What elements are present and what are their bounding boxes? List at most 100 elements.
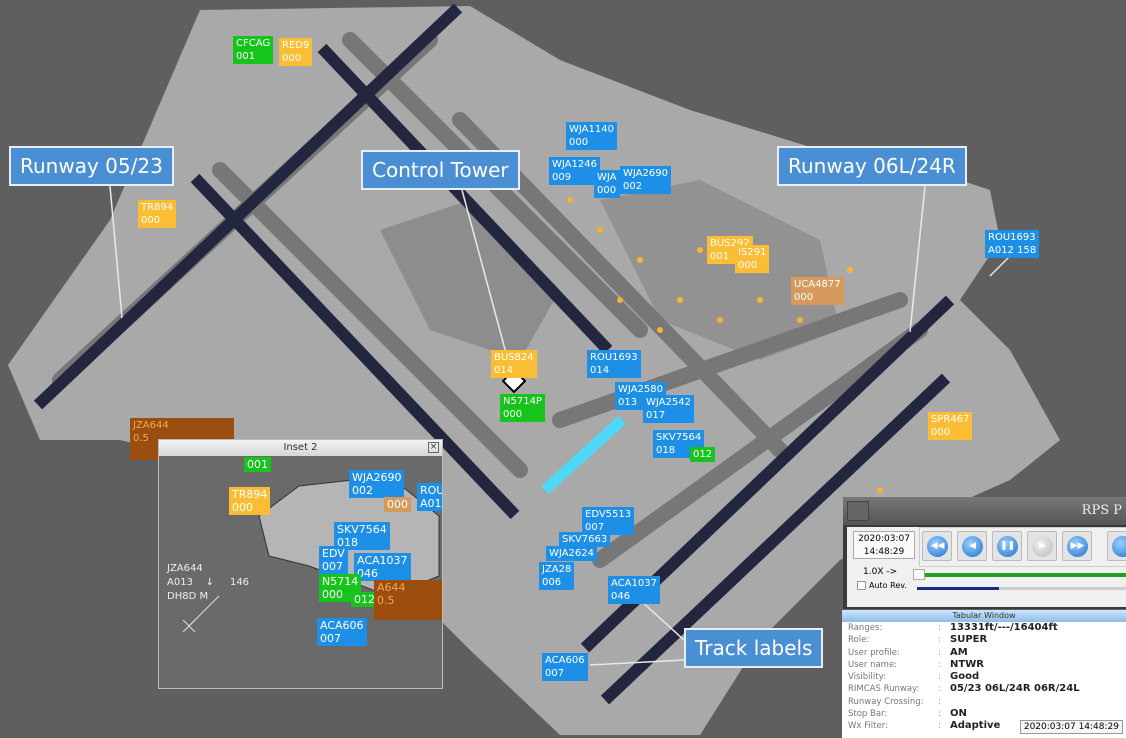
track-callsign: WJA	[597, 172, 617, 183]
row-key: Wx Filter:	[848, 721, 888, 732]
inset-track-label[interactable]: ROUA012	[417, 483, 443, 511]
track-altitude: 007	[320, 632, 341, 645]
row-key: User name:	[848, 659, 898, 670]
runway-05-23	[33, 3, 463, 410]
jza-alt-row: A013 ↓ 146	[167, 576, 249, 590]
track-label[interactable]: WJA2624	[546, 546, 597, 561]
timeline-slider[interactable]	[917, 573, 1126, 577]
speed-slider[interactable]	[917, 587, 1126, 590]
row-value: 13331ft/---/16404ft	[950, 622, 1058, 633]
inset-track-label[interactable]: 012	[351, 592, 378, 607]
row-key: Role:	[848, 635, 870, 646]
step-back-button[interactable]: ◀	[957, 531, 987, 561]
minimize-button[interactable]	[847, 501, 869, 521]
track-altitude: 000	[387, 498, 408, 511]
track-altitude: 007	[585, 522, 605, 533]
track-altitude: 000	[322, 588, 343, 601]
track-altitude: 000	[931, 427, 951, 438]
track-callsign: WJA2624	[549, 548, 594, 559]
play-button[interactable]: ▶	[1027, 531, 1057, 561]
track-callsign: N5714	[322, 575, 359, 588]
fast-rewind-button[interactable]: ◀◀	[922, 531, 952, 561]
auto-rev-checkbox[interactable]: Auto Rev.	[857, 581, 907, 590]
playback-speed: 1.0X ->	[863, 567, 898, 577]
runway-06r-24l	[600, 373, 951, 705]
track-altitude: 012	[354, 593, 375, 606]
more-button[interactable]	[1107, 531, 1126, 561]
tabular-timestamp: 2020:03:07 14:48:29	[1019, 720, 1123, 734]
row-colon: :	[938, 696, 941, 707]
track-altitude: 000	[569, 137, 589, 148]
inset-title-bar[interactable]: Inset 2×	[159, 440, 442, 456]
row-value: ON	[950, 708, 967, 720]
track-callsign: IS291	[738, 247, 767, 258]
tabular-row: Role::SUPER	[842, 634, 1126, 646]
runways	[33, 3, 955, 705]
track-altitude: 001	[247, 458, 268, 471]
timeline-handle[interactable]	[913, 569, 925, 580]
track-callsign: BUS292	[710, 238, 750, 249]
tabular-row: User name::NTWR	[842, 659, 1126, 671]
row-colon: :	[938, 647, 941, 658]
fast-rewind-icon: ◀◀	[927, 536, 948, 557]
track-altitude: 000	[282, 53, 302, 64]
track-altitude: 018	[656, 445, 676, 456]
row-colon: :	[938, 721, 941, 732]
fast-forward-button[interactable]: ▶▶	[1062, 531, 1092, 561]
track-altitude: 006	[542, 577, 562, 588]
tabular-row: Ranges::13331ft/---/16404ft	[842, 622, 1126, 634]
track-callsign: N5714P	[503, 396, 542, 407]
track-altitude: 000	[794, 292, 814, 303]
track-altitude: 007	[322, 560, 343, 573]
pause-button[interactable]: ❚❚	[992, 531, 1022, 561]
tabular-row: RIMCAS Runway::05/23 06L/24R 06R/24L	[842, 683, 1126, 695]
track-callsign: WJA1246	[552, 159, 597, 170]
track-label[interactable]: UCA4877 000	[791, 277, 844, 305]
track-altitude: 0.5	[133, 433, 149, 444]
track-callsign: ROU	[420, 484, 443, 497]
track-label[interactable]: 012	[690, 447, 716, 462]
rps-title: RPS P	[1081, 503, 1122, 518]
row-value: AM	[950, 646, 968, 658]
tabular-row: Wx Filter::Adaptive	[842, 720, 1126, 732]
inset-track-label[interactable]: 001	[244, 457, 271, 472]
track-label[interactable]: SKV7663	[559, 532, 611, 547]
highlighted-taxiway	[541, 415, 626, 495]
track-callsign: WJA2580	[618, 384, 663, 395]
row-colon: :	[938, 672, 941, 683]
track-callsign: ROU1693	[988, 232, 1036, 243]
inset-track-label[interactable]: 000	[384, 497, 411, 512]
jza644-data-block[interactable]: JZA644 A013 ↓ 146 DH8D M	[167, 562, 249, 604]
track-callsign: UCA4877	[794, 279, 841, 290]
track-callsign: CFCAG	[236, 38, 271, 49]
close-icon[interactable]: ×	[428, 442, 439, 453]
